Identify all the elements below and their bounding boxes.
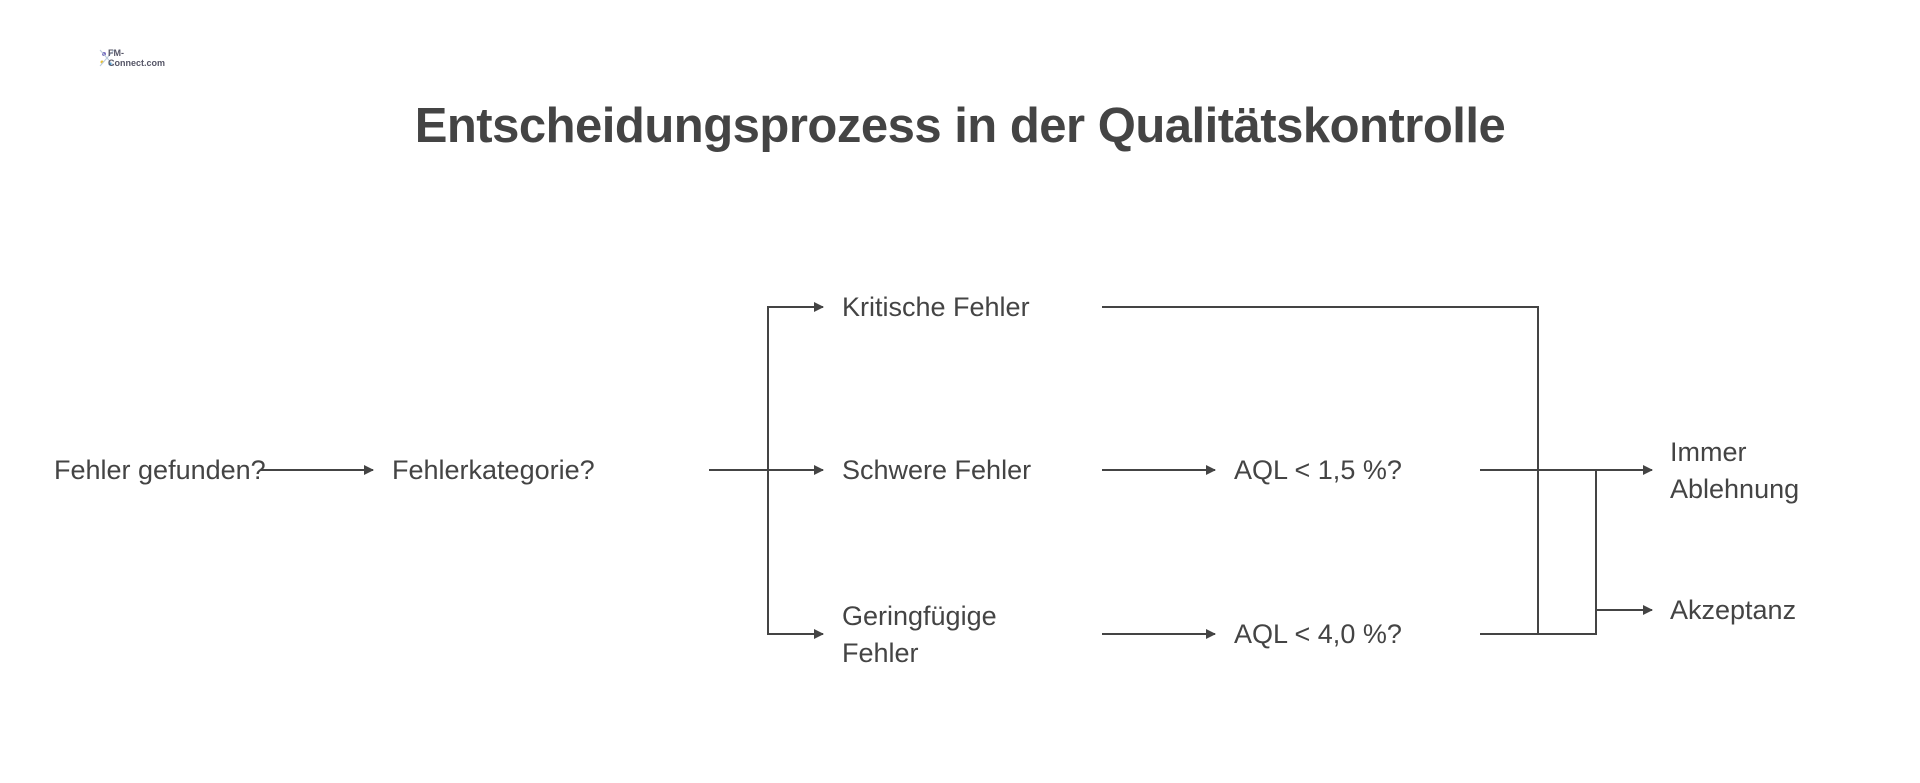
node-fehlerkategorie: Fehlerkategorie? xyxy=(392,455,595,485)
connector-critical-reject xyxy=(1102,306,1539,634)
node-geringfuegige-line2: Fehler xyxy=(842,638,919,668)
page-title: Entscheidungsprozess in der Qualitätskon… xyxy=(414,99,1506,153)
node-geringfuegige-line1: Geringfügige xyxy=(842,601,997,631)
node-fehler-gefunden: Fehler gefunden? xyxy=(54,455,266,485)
logo: FM-Connect.com xyxy=(98,44,165,70)
node-reject-line2: Ablehnung xyxy=(1670,474,1800,504)
node-aql-minor: AQL < 4,0 %? xyxy=(1234,619,1402,649)
node-immer-ablehnung: Immer Ablehnung xyxy=(1670,434,1799,508)
logo-star-icon xyxy=(99,49,115,67)
node-reject-line1: Immer xyxy=(1670,437,1747,467)
node-akzeptanz: Akzeptanz xyxy=(1670,595,1797,625)
node-schwere-fehler: Schwere Fehler xyxy=(842,455,1032,485)
node-geringfuegige-fehler: Geringfügige Fehler xyxy=(842,598,997,672)
node-kritische-fehler: Kritische Fehler xyxy=(842,292,1030,322)
connector-aql-minor xyxy=(1480,470,1597,635)
node-aql-major: AQL < 1,5 %? xyxy=(1234,455,1402,485)
logo-text: FM-Connect.com xyxy=(108,48,166,68)
